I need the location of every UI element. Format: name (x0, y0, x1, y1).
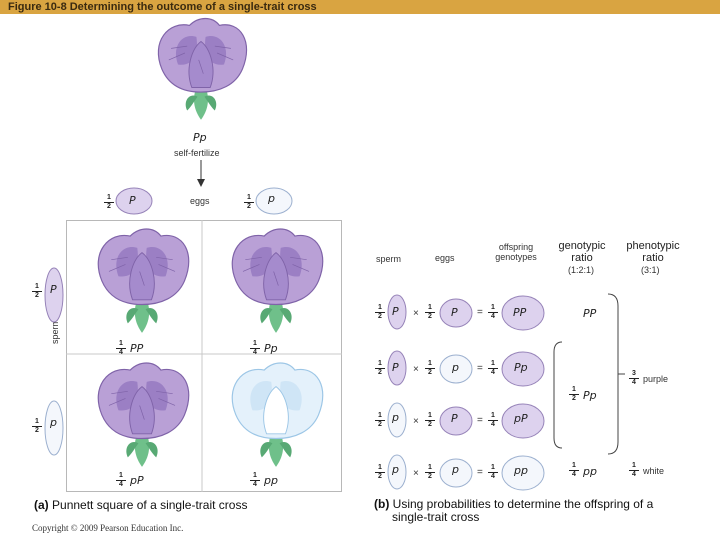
cell-pp-genotype: pp (264, 474, 278, 487)
row4-times: × (413, 468, 419, 479)
parent-genotype: Pp (193, 131, 207, 144)
genotypic-bracket (553, 341, 563, 449)
flower-PP (97, 228, 190, 334)
sperm-P-cell (44, 267, 64, 323)
flower-pP (97, 362, 190, 468)
copyright: Copyright © 2009 Pearson Education Inc. (32, 523, 184, 533)
flower-Pp (231, 228, 324, 334)
title-bar (0, 0, 720, 14)
header-eggs: eggs (435, 253, 455, 263)
row4-offspring-genotype: pp (514, 464, 528, 477)
cell-Pp-genotype: Pp (264, 342, 278, 355)
row4-egg-allele: p (452, 463, 459, 476)
row3-times: × (413, 416, 419, 427)
header-genotypic-ratio: (1:2:1) (568, 265, 595, 275)
row2-offspring-cell (501, 351, 545, 387)
egg-p-cell (255, 187, 293, 215)
row1-sperm-allele: P (392, 305, 399, 318)
row3-sperm-allele: p (392, 411, 399, 424)
sperm-P-allele: P (50, 283, 57, 296)
egg-P-cell (115, 187, 153, 215)
row2-sperm-cell (387, 350, 407, 386)
sperm-p-cell (44, 400, 64, 456)
row2-egg-allele: p (452, 361, 459, 374)
row4-equals: = (477, 467, 483, 478)
row3-equals: = (477, 415, 483, 426)
figure-title: Figure 10-8 Determining the outcome of a… (8, 1, 317, 13)
punnett-square (66, 220, 342, 492)
eggs-label: eggs (190, 196, 210, 206)
row2-sperm-allele: P (392, 361, 399, 374)
row1-egg-cell (439, 298, 473, 328)
sperm-p-allele: p (50, 416, 57, 429)
header-phenotypic-ratio: (3:1) (641, 265, 660, 275)
genotypic-pp: pp (583, 465, 597, 478)
flower-pp (231, 362, 324, 468)
header-genotypic: genotypic ratio (558, 240, 606, 264)
self-fertilize-arrow (197, 160, 205, 187)
self-fertilize-label: self-fertilize (174, 148, 220, 158)
row4-offspring-cell (501, 455, 545, 491)
row1-equals: = (477, 307, 483, 318)
row3-egg-allele: P (451, 412, 458, 425)
row4-sperm-cell (387, 454, 407, 490)
caption-b: (b) Using probabilities to determine the… (374, 497, 654, 524)
row2-times: × (413, 364, 419, 375)
caption-a: (a) Punnett square of a single-trait cro… (34, 498, 248, 512)
row2-egg-cell (439, 354, 473, 384)
header-sperm: sperm (376, 254, 402, 264)
header-offspring: offspring genotypes (495, 242, 537, 262)
cell-PP-genotype: PP (130, 342, 144, 355)
parent-flower (157, 17, 248, 121)
genotypic-Pp: Pp (583, 389, 597, 402)
row3-sperm-cell (387, 402, 407, 438)
genotypic-PP: PP (583, 307, 597, 320)
row4-sperm-allele: p (392, 463, 399, 476)
egg-p-allele: p (268, 192, 275, 205)
cell-pP-genotype: pP (130, 474, 144, 487)
egg-P-allele: P (129, 194, 136, 207)
row1-sperm-cell (387, 294, 407, 330)
row3-offspring-cell (501, 403, 545, 439)
row4-egg-cell (439, 458, 473, 488)
row1-offspring-genotype: PP (513, 306, 527, 319)
phenotypic-bracket (607, 293, 625, 455)
row3-egg-cell (439, 406, 473, 436)
row2-offspring-genotype: Pp (514, 361, 528, 374)
phenotypic-white: white (643, 466, 665, 476)
header-phenotypic: phenotypic ratio (626, 240, 680, 264)
row1-egg-allele: P (451, 306, 458, 319)
row3-offspring-genotype: pP (514, 412, 528, 425)
row1-times: × (413, 308, 419, 319)
row1-offspring-cell (501, 295, 545, 331)
row2-equals: = (477, 363, 483, 374)
phenotypic-purple: purple (643, 374, 669, 384)
